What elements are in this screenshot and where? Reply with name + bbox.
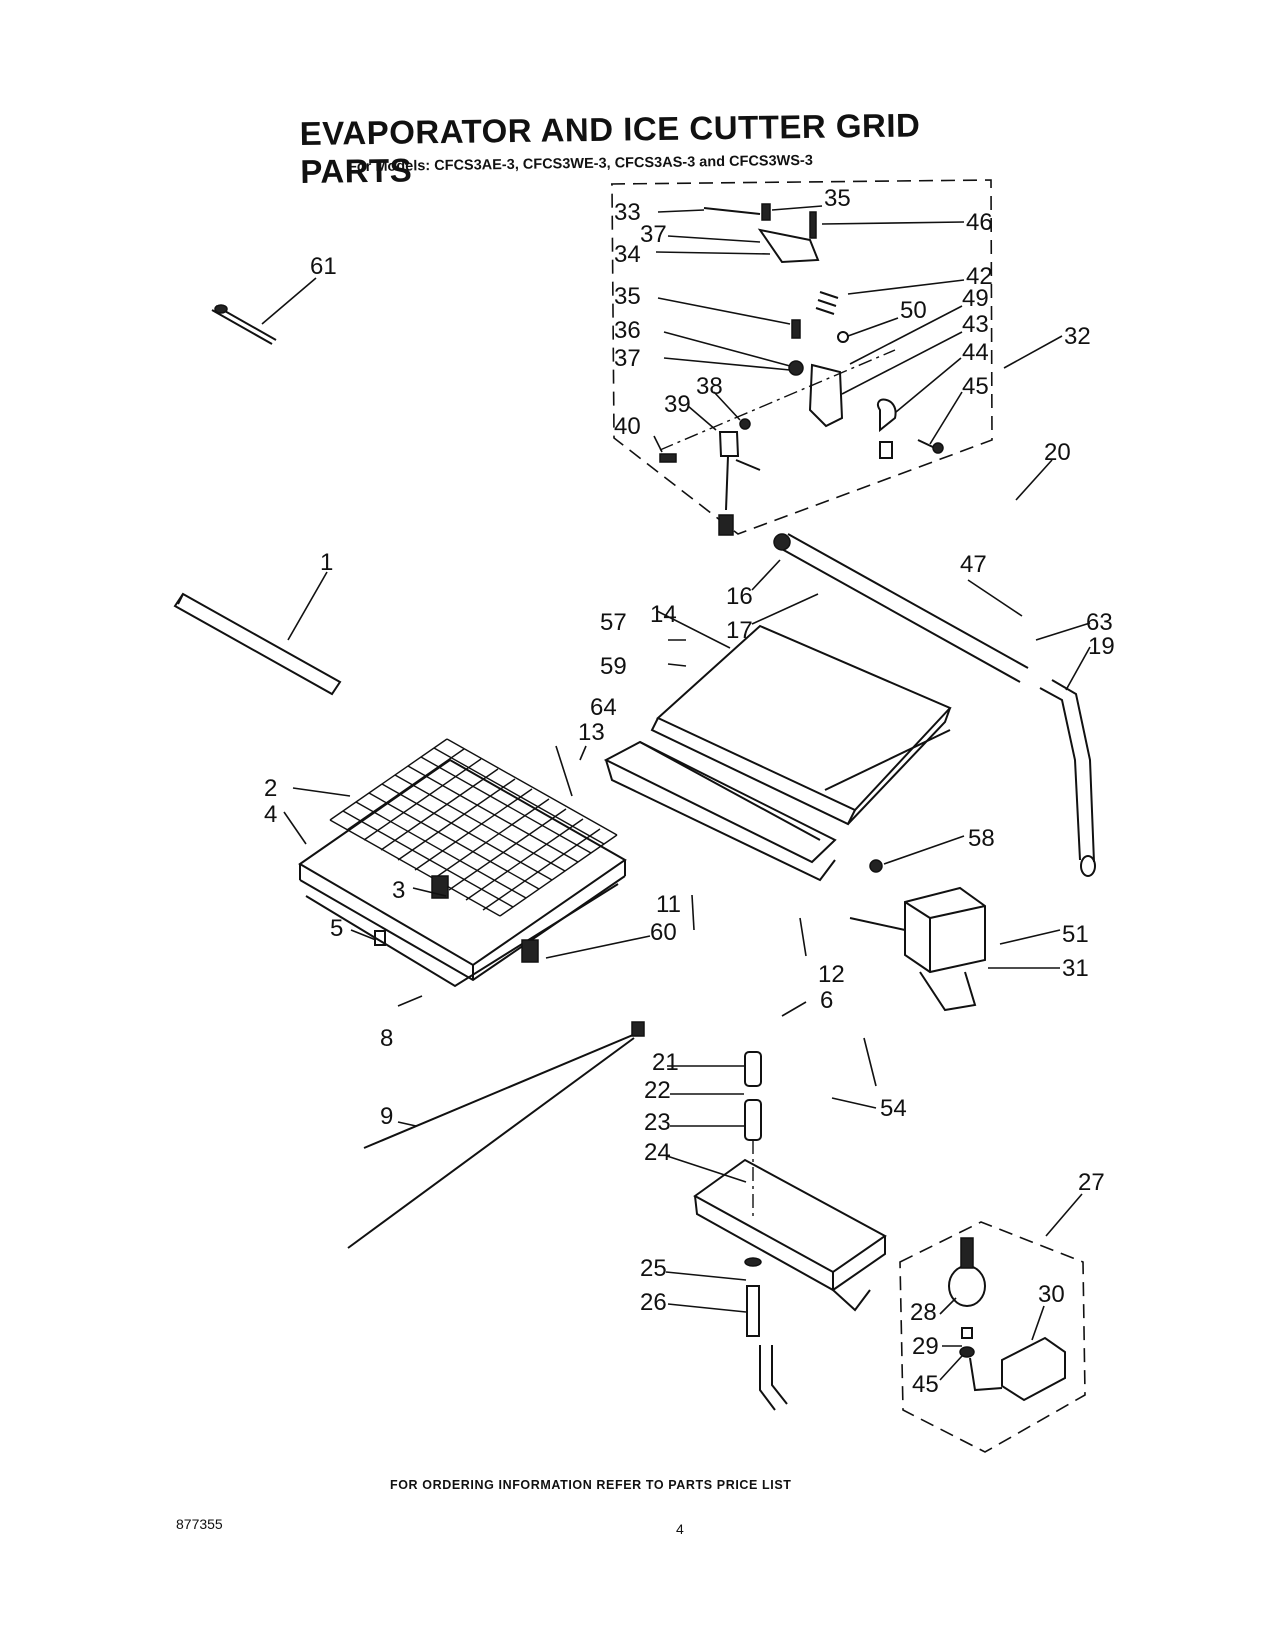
callout-34: 34	[614, 241, 641, 268]
callout-59: 58	[968, 825, 995, 852]
callout-39: 39	[664, 391, 691, 418]
callout-36: 36	[614, 317, 641, 344]
drain-trough	[603, 740, 837, 882]
shaft-stack	[744, 1051, 788, 1411]
callout-28: 28	[910, 1299, 937, 1326]
callout-50: 54	[880, 1095, 907, 1122]
callout-27: 27	[1078, 1169, 1105, 1196]
callout-21: 21	[652, 1049, 679, 1076]
callout-46: 46	[966, 209, 993, 236]
callout-20: 20	[1044, 439, 1071, 466]
ordering-note: FOR ORDERING INFORMATION REFER TO PARTS …	[390, 1478, 792, 1492]
ice-cutter-grid	[298, 738, 627, 988]
callout-54: 57	[600, 609, 627, 636]
callout-23: 23	[644, 1109, 671, 1136]
callout-6: 6	[820, 987, 833, 1014]
callout-35-top: 35	[824, 185, 851, 212]
page-number: 4	[676, 1521, 684, 1537]
callout-37: 37	[614, 345, 641, 372]
evaporator-plate	[650, 624, 952, 826]
callout-58: 50	[900, 297, 927, 324]
callout-42: 43	[962, 311, 989, 338]
lower-tray	[693, 1158, 887, 1312]
callout-37-top: 37	[640, 221, 667, 248]
callout-43: 44	[962, 339, 989, 366]
motor-assembly	[849, 859, 986, 1012]
callout-4: 4	[264, 801, 277, 828]
callout-31: 31	[1062, 955, 1089, 982]
callout-64: 64	[590, 694, 617, 721]
callout-57: 61	[310, 253, 337, 280]
callout-49: 51	[1062, 921, 1089, 948]
callout-11: 11	[656, 891, 681, 918]
callout-16: 16	[726, 583, 753, 610]
control-assembly-outline	[610, 179, 993, 535]
callout-44: 45	[962, 373, 989, 400]
callout-1: 1	[320, 549, 333, 576]
callout-51: 47	[960, 551, 987, 578]
callout-2: 2	[264, 775, 277, 802]
callout-38: 38	[696, 373, 723, 400]
callout-13: 13	[578, 719, 605, 746]
callout-12: 12	[818, 961, 845, 988]
part-1-bar	[173, 592, 342, 696]
part-57-shape	[211, 304, 277, 345]
callout-35: 35	[614, 283, 641, 310]
callout-47: 49	[962, 285, 989, 312]
valve-assembly-outline	[899, 1221, 1086, 1453]
part-9-rod	[347, 1021, 645, 1249]
callout-labels: 61 1 2 4 3 5 8 9 13 64 57 14 59 16 17 11…	[264, 185, 1115, 1398]
callout-19: 19	[1088, 633, 1115, 660]
callout-25: 25	[640, 1255, 667, 1282]
callout-33: 33	[614, 199, 641, 226]
callout-26: 26	[640, 1289, 667, 1316]
callout-30: 30	[1038, 1281, 1065, 1308]
callout-5: 5	[330, 915, 343, 942]
callout-40: 40	[614, 413, 641, 440]
callout-32: 32	[1064, 323, 1091, 350]
leader-lines	[261, 205, 1091, 1381]
callout-14: 14	[650, 601, 677, 628]
callout-3: 3	[392, 877, 405, 904]
callout-29: 29	[912, 1333, 939, 1360]
callout-45: 45	[912, 1371, 939, 1398]
callout-8: 8	[380, 1025, 393, 1052]
callout-24: 24	[644, 1139, 671, 1166]
control-parts	[659, 203, 944, 536]
callout-41: 42	[966, 263, 993, 290]
refrigerant-tube	[773, 533, 1096, 877]
callout-61: 60	[650, 919, 677, 946]
callout-63: 63	[1086, 609, 1113, 636]
document-number: 877355	[176, 1516, 223, 1532]
callout-22: 22	[644, 1077, 671, 1104]
valve-parts	[948, 1237, 1066, 1402]
callout-17: 17	[726, 617, 753, 644]
callout-60: 59	[600, 653, 627, 680]
callout-9: 9	[380, 1103, 393, 1130]
